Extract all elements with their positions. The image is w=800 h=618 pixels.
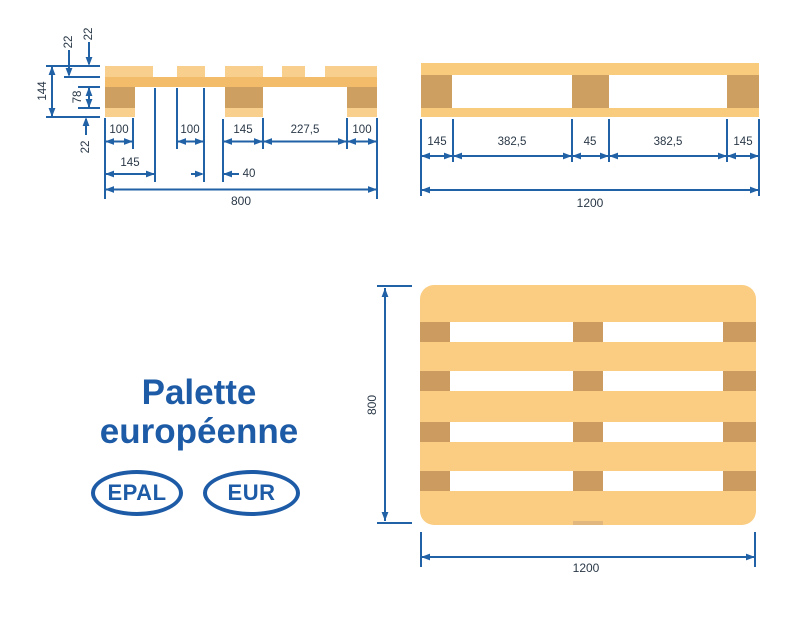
- dim-label-1200-overall: 1200: [576, 196, 604, 210]
- dim-label-144-height: 144: [37, 81, 49, 101]
- dim-label-45-center: 45: [583, 136, 597, 148]
- side-view-800-dimension-lines: [46, 42, 378, 199]
- dim-label-800-width: 800: [365, 394, 379, 416]
- dim-label-40-board-gap: 40: [242, 168, 256, 180]
- dim-label-1200-length: 1200: [572, 561, 600, 575]
- top-view-dimension-lines: [377, 285, 756, 567]
- dim-label-145-center-block: 145: [233, 124, 253, 136]
- dim-label-800-overall: 800: [230, 194, 252, 208]
- epal-badge: EPAL: [91, 470, 183, 516]
- dim-label-22-top-board: 22: [83, 27, 95, 41]
- dim-label-382-5-b: 382,5: [653, 136, 683, 148]
- side-view-1200-pallet-drawing: [421, 63, 759, 117]
- epal-badge-label: EPAL: [107, 480, 167, 505]
- eur-badge-label: EUR: [227, 480, 276, 505]
- dim-label-100-board: 100: [180, 124, 200, 136]
- dim-label-145-edge-board: 145: [120, 157, 140, 169]
- top-view-pallet-drawing: [420, 285, 756, 525]
- dim-label-22-bottom-board: 22: [80, 140, 92, 154]
- dim-label-145-right: 145: [733, 136, 753, 148]
- dim-label-100-right-block: 100: [352, 124, 372, 136]
- page-title: Palette européenne: [100, 373, 298, 451]
- dim-label-145-left: 145: [427, 136, 447, 148]
- dim-label-100-left-block: 100: [109, 124, 129, 136]
- dim-label-78-block-height: 78: [72, 90, 84, 104]
- side-view-800-pallet-drawing: [105, 66, 377, 117]
- dim-label-382-5-a: 382,5: [497, 136, 527, 148]
- dim-label-227-5-gap: 227,5: [290, 124, 320, 136]
- eur-badge: EUR: [203, 470, 300, 516]
- page-title-line1: Palette: [141, 373, 257, 412]
- side-view-1200-dimension-lines: [420, 119, 760, 196]
- dim-label-22-cross-board: 22: [63, 35, 75, 49]
- page-title-line2: européenne: [99, 412, 299, 451]
